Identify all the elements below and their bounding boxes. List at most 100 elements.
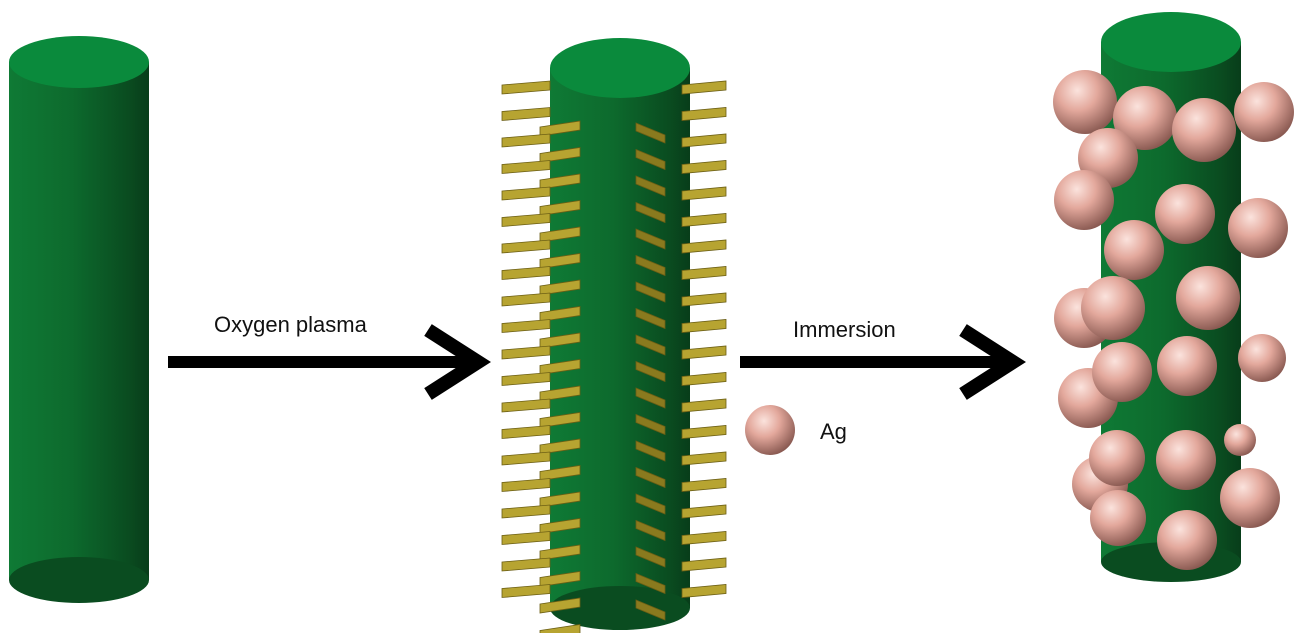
functional-group (635, 413, 666, 436)
functional-group (539, 491, 581, 508)
functional-group (539, 279, 581, 296)
ag-particle (1092, 342, 1152, 402)
functional-group (501, 557, 551, 572)
functional-group (681, 213, 727, 227)
ag-nanoparticle-icon (745, 405, 795, 455)
functional-group (501, 80, 551, 95)
functional-group (501, 478, 551, 492)
functional-group (539, 226, 581, 243)
ag-particles (1053, 70, 1294, 570)
ag-particle (1228, 198, 1288, 258)
functional-group (635, 493, 666, 515)
ag-particle (1113, 86, 1177, 150)
functional-group (501, 425, 551, 439)
ag-particle (1156, 430, 1216, 490)
functional-group (539, 438, 581, 455)
functional-group (635, 148, 666, 171)
functional-group (635, 360, 666, 383)
functional-group (501, 319, 551, 333)
ag-particle (1238, 334, 1286, 382)
ag-legend-label: Ag (820, 419, 847, 444)
functional-group (501, 239, 551, 254)
functional-group (635, 201, 666, 224)
ag-particle (1176, 266, 1240, 330)
ag-particle (1224, 424, 1256, 456)
ag-particle (1234, 82, 1294, 142)
functional-group (681, 239, 727, 254)
functional-group (539, 412, 581, 428)
functional-group (501, 133, 551, 148)
functional-group (501, 531, 551, 545)
functional-group (539, 571, 581, 587)
functional-group (635, 307, 666, 330)
functional-group (635, 175, 666, 197)
ag-particle (1157, 336, 1217, 396)
functional-group (501, 266, 551, 280)
functional-group (501, 160, 551, 174)
functional-group (501, 372, 551, 386)
right-arrow-icon (740, 324, 1026, 400)
functionalized-fiber (501, 38, 727, 638)
functional-group (681, 478, 727, 492)
functional-group (681, 451, 727, 466)
ag-particle (1081, 276, 1145, 340)
functional-group (539, 173, 581, 190)
functional-group (681, 160, 727, 174)
functional-group (539, 200, 581, 216)
ag-particle (1220, 468, 1280, 528)
functional-group (501, 345, 551, 360)
functional-group (501, 504, 551, 519)
functional-group (681, 398, 727, 413)
functional-group (539, 332, 581, 349)
functional-group (681, 107, 727, 121)
functional-group (539, 544, 581, 561)
functional-group (681, 133, 727, 148)
functional-group (501, 213, 551, 227)
functional-group (635, 122, 666, 144)
ag-particle (1053, 70, 1117, 134)
functional-group (635, 254, 666, 277)
immersion-label: Immersion (793, 317, 896, 342)
functional-group (681, 266, 727, 280)
functional-group (681, 319, 727, 333)
functional-group (539, 147, 581, 163)
functional-group (635, 546, 666, 568)
functional-group (635, 519, 666, 542)
ag-particle (1054, 170, 1114, 230)
functional-group (635, 466, 666, 489)
functional-group (635, 440, 666, 462)
functional-group (681, 531, 727, 545)
ag-particle (1104, 220, 1164, 280)
functional-group (681, 557, 727, 572)
functional-group (681, 186, 727, 201)
bare-fiber (9, 36, 149, 603)
functional-group (635, 599, 666, 621)
functional-group (501, 186, 551, 201)
functional-group (539, 306, 581, 322)
functional-group (539, 253, 581, 269)
functional-groups (501, 80, 727, 638)
functional-group (681, 80, 727, 95)
functional-group (635, 228, 666, 250)
functional-group (539, 359, 581, 375)
functional-group (501, 107, 551, 121)
functional-group (539, 385, 581, 402)
functional-group (501, 398, 551, 413)
functional-group (681, 292, 727, 307)
functional-group (539, 518, 581, 534)
functional-group (501, 451, 551, 466)
functional-group (635, 387, 666, 409)
functional-group (539, 624, 581, 638)
ag-decorated-fiber (1053, 12, 1294, 582)
functional-group (539, 120, 581, 137)
ag-particle (1089, 430, 1145, 486)
functional-group (501, 292, 551, 307)
functional-group (681, 372, 727, 386)
ag-particle (1155, 184, 1215, 244)
functional-group (681, 584, 727, 598)
functional-group (681, 425, 727, 439)
functional-group (635, 281, 666, 303)
right-arrow-icon (168, 324, 491, 400)
functional-group (539, 597, 581, 614)
